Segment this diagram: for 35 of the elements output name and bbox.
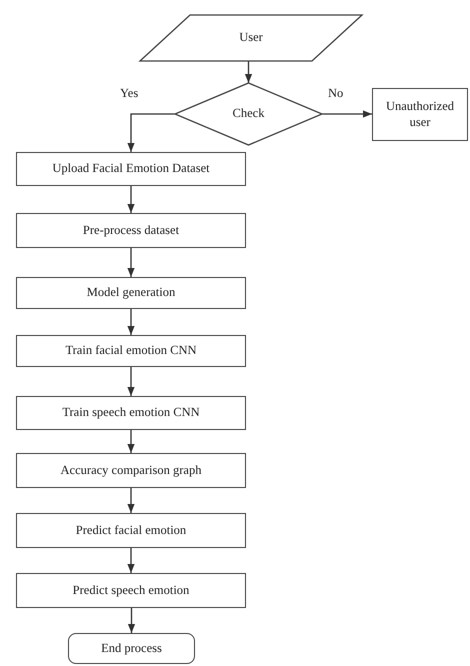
arrow [127,488,135,513]
process-box [16,453,246,488]
arrow [127,248,135,277]
process-box [16,396,246,430]
process-box [16,513,246,548]
arrow [244,61,252,83]
arrow [127,548,135,573]
process-box [16,213,246,248]
node-text: Check [232,106,266,122]
node-text: Predict facial emotion [74,522,188,538]
arrow [128,608,136,633]
node-text: End process [100,640,163,656]
process-box [16,335,246,367]
terminal-box [68,633,195,664]
arrow [127,430,135,453]
node-text: User [238,30,264,46]
arrow [127,186,135,213]
input-parallelogram [140,15,362,61]
node-text: Train speech emotion CNN [61,405,201,421]
node-text: Predict speech emotion [72,582,190,598]
node-text: Train facial emotion CNN [64,343,198,359]
arrow [322,110,372,118]
node-text: Unauthorized user [384,98,456,130]
process-box [372,88,468,141]
process-box [16,573,246,608]
arrow [127,367,135,396]
node-text: Accuracy comparison graph [60,462,202,478]
process-box [16,152,246,186]
node-text: Upload Facial Emotion Dataset [51,161,211,177]
process-box [16,277,246,309]
arrow [127,113,175,152]
node-text: Model generation [86,285,176,301]
decision-diamond [175,83,322,145]
node-text: Pre-process dataset [82,222,180,238]
arrow [127,309,135,335]
